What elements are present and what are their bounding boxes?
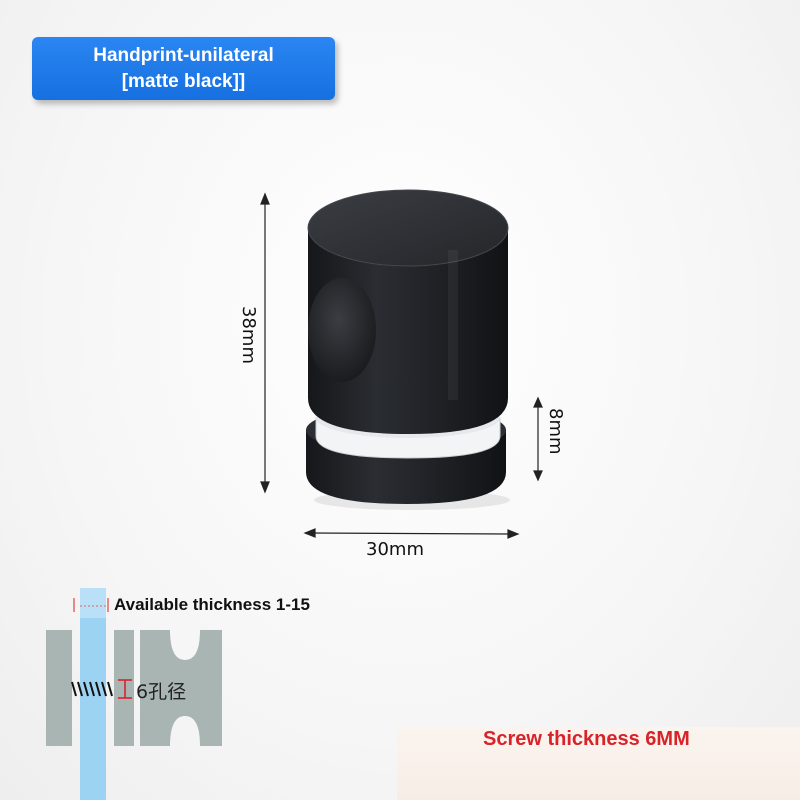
width-label: 30mm (366, 539, 424, 560)
screw-thread-icon (71, 681, 113, 697)
hole-note: 6孔径 (136, 681, 187, 703)
title-line-1: Handprint-unilateral (93, 44, 274, 66)
height-dimension-arrow (260, 192, 270, 494)
base-height-label: 8mm (545, 408, 566, 455)
hole-marker-icon (118, 679, 132, 699)
h-fitting (140, 630, 222, 746)
height-label: 38mm (238, 306, 259, 364)
installation-diagram (46, 588, 222, 800)
product-title-badge: Handprint-unilateral [matte black]] (32, 37, 335, 100)
screw-note-box (397, 727, 800, 800)
knob-body (307, 189, 509, 434)
base-height-dimension-arrow (533, 396, 543, 482)
right-plate (114, 630, 134, 746)
thickness-note: Available thickness 1-15 (114, 595, 310, 614)
left-plate (46, 630, 72, 746)
thumb-recess (308, 278, 376, 382)
width-dimension-arrow (303, 528, 520, 539)
title-line-2: [matte black]] (121, 70, 246, 92)
screw-note: Screw thickness 6MM (483, 728, 690, 750)
